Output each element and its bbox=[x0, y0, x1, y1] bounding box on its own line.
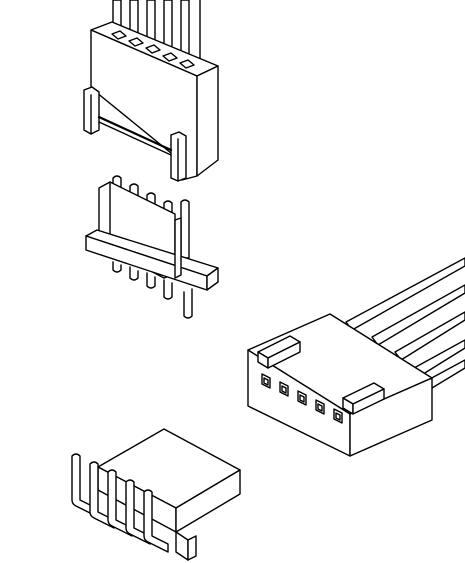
right-angle-header-pins bbox=[71, 453, 169, 553]
wire-housing-top bbox=[83, 0, 219, 182]
right-housing-wires bbox=[345, 257, 465, 389]
wire-housing-right bbox=[247, 257, 465, 457]
right-angle-pin-header bbox=[71, 428, 241, 561]
right-housing-cavities bbox=[261, 373, 343, 424]
vertical-pin-header bbox=[85, 175, 219, 319]
vertical-header-bottom-pins bbox=[112, 261, 193, 319]
